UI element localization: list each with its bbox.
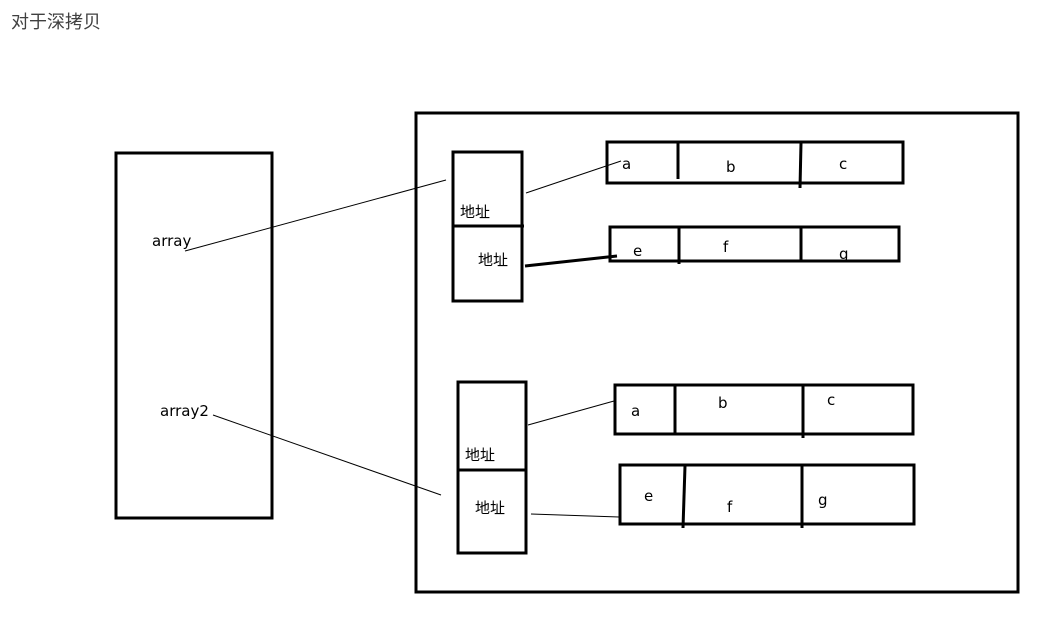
- array-row-1b: [608, 225, 901, 263]
- cell-g: g: [818, 491, 828, 509]
- connector-pointer2-to-row2b: [530, 513, 620, 518]
- connector-pointer2-to-row2a: [527, 400, 615, 426]
- pointer-box-2: [456, 380, 528, 555]
- connector-pointer1-to-row1a: [525, 160, 622, 194]
- cell-a: a: [622, 155, 631, 173]
- connector-array2-to-pointer2: [212, 414, 442, 496]
- array-row-2a: [613, 383, 915, 436]
- cell-a: a: [631, 402, 640, 420]
- array-row-1a: [605, 140, 905, 185]
- cell-b: b: [726, 158, 736, 176]
- array-row-2b: [618, 463, 916, 526]
- cell-f: f: [723, 238, 729, 256]
- cell-e: e: [633, 242, 642, 260]
- cell-e: e: [644, 487, 653, 505]
- cell-f: f: [727, 498, 733, 516]
- address-label: 地址: [460, 203, 490, 221]
- connector-array-to-pointer1: [184, 179, 447, 252]
- page-title: 对于深拷贝: [11, 12, 101, 33]
- cell-c: c: [827, 391, 835, 409]
- cell-c: c: [839, 155, 847, 173]
- address-label: 地址: [465, 446, 495, 464]
- address-label: 地址: [475, 499, 505, 517]
- address-label: 地址: [478, 251, 508, 269]
- cell-g: g: [839, 245, 849, 263]
- cell-b: b: [718, 394, 728, 412]
- heap-box: [414, 111, 1020, 594]
- stack-box: [114, 151, 274, 520]
- var-array2: array2: [160, 402, 209, 420]
- var-array: array: [152, 232, 191, 250]
- connector-pointer1-to-row1b: [524, 254, 618, 268]
- cell-divider: [798, 142, 803, 189]
- cell-divider: [681, 465, 687, 529]
